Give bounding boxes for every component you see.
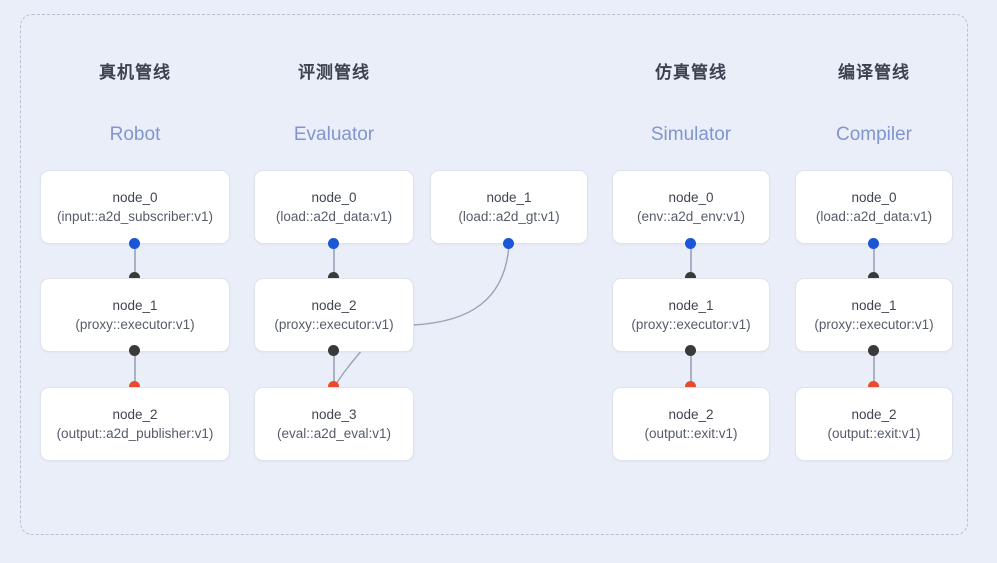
node-impl: (load::a2d_data:v1) — [815, 208, 933, 224]
port-exec-out-dot[interactable] — [328, 345, 339, 356]
node-id: node_0 — [311, 189, 357, 205]
node-box[interactable]: node_0 (env::a2d_env:v1) — [612, 170, 770, 244]
node-impl: (output::exit:v1) — [827, 425, 921, 441]
port-input-dot[interactable] — [868, 381, 879, 392]
port-exec-in-dot[interactable] — [328, 272, 339, 283]
port-exec-in-dot[interactable] — [129, 272, 140, 283]
node-impl: (proxy::executor:v1) — [274, 316, 394, 332]
node-box[interactable]: node_2 (output::a2d_publisher:v1) — [40, 387, 230, 461]
node-box[interactable]: node_0 (input::a2d_subscriber:v1) — [40, 170, 230, 244]
column-title: 仿真管线 — [655, 63, 727, 82]
column-subtitle: Compiler — [835, 124, 913, 145]
node-id: node_2 — [668, 406, 714, 422]
port-output-dot[interactable] — [129, 238, 140, 249]
diagram-frame — [20, 14, 968, 535]
node-id: node_2 — [311, 297, 357, 313]
port-input-dot[interactable] — [328, 381, 339, 392]
column-title: 真机管线 — [99, 63, 171, 82]
node-impl: (output::exit:v1) — [644, 425, 738, 441]
node-box[interactable]: node_2 (output::exit:v1) — [795, 387, 953, 461]
node-box[interactable]: node_0 (load::a2d_data:v1) — [795, 170, 953, 244]
port-output-dot[interactable] — [868, 238, 879, 249]
port-exec-out-dot[interactable] — [868, 345, 879, 356]
node-impl: (proxy::executor:v1) — [631, 316, 751, 332]
node-impl: (load::a2d_gt:v1) — [458, 208, 560, 224]
port-input-dot[interactable] — [129, 381, 140, 392]
node-id: node_0 — [668, 189, 714, 205]
node-id: node_1 — [112, 297, 158, 313]
node-box[interactable]: node_1 (load::a2d_gt:v1) — [430, 170, 588, 244]
node-id: node_1 — [486, 189, 532, 205]
port-exec-out-dot[interactable] — [685, 345, 696, 356]
node-impl: (output::a2d_publisher:v1) — [56, 425, 214, 441]
node-box[interactable]: node_0 (load::a2d_data:v1) — [254, 170, 414, 244]
node-impl: (load::a2d_data:v1) — [275, 208, 393, 224]
node-box[interactable]: node_2 (output::exit:v1) — [612, 387, 770, 461]
column-subtitle: Simulator — [650, 124, 732, 145]
node-impl: (proxy::executor:v1) — [814, 316, 934, 332]
node-impl: (env::a2d_env:v1) — [636, 208, 746, 224]
column-title: 编译管线 — [838, 63, 910, 82]
port-output-dot[interactable] — [685, 238, 696, 249]
node-id: node_2 — [851, 406, 897, 422]
column-subtitle: Robot — [109, 124, 161, 145]
port-output-dot[interactable] — [503, 238, 514, 249]
port-exec-in-dot[interactable] — [685, 272, 696, 283]
node-box[interactable]: node_3 (eval::a2d_eval:v1) — [254, 387, 414, 461]
node-box[interactable]: node_2 (proxy::executor:v1) — [254, 278, 414, 352]
column-title: 评测管线 — [298, 63, 370, 82]
column-subtitle: Evaluator — [293, 124, 375, 145]
node-id: node_0 — [112, 189, 158, 205]
node-id: node_1 — [851, 297, 897, 313]
node-id: node_3 — [311, 406, 357, 422]
port-input-dot[interactable] — [685, 381, 696, 392]
node-id: node_0 — [851, 189, 897, 205]
node-box[interactable]: node_1 (proxy::executor:v1) — [40, 278, 230, 352]
node-impl: (eval::a2d_eval:v1) — [276, 425, 392, 441]
node-impl: (proxy::executor:v1) — [75, 316, 195, 332]
node-box[interactable]: node_1 (proxy::executor:v1) — [795, 278, 953, 352]
port-exec-in-dot[interactable] — [868, 272, 879, 283]
node-impl: (input::a2d_subscriber:v1) — [56, 208, 214, 224]
node-id: node_1 — [668, 297, 714, 313]
node-box[interactable]: node_1 (proxy::executor:v1) — [612, 278, 770, 352]
node-id: node_2 — [112, 406, 158, 422]
port-exec-out-dot[interactable] — [129, 345, 140, 356]
port-output-dot[interactable] — [328, 238, 339, 249]
